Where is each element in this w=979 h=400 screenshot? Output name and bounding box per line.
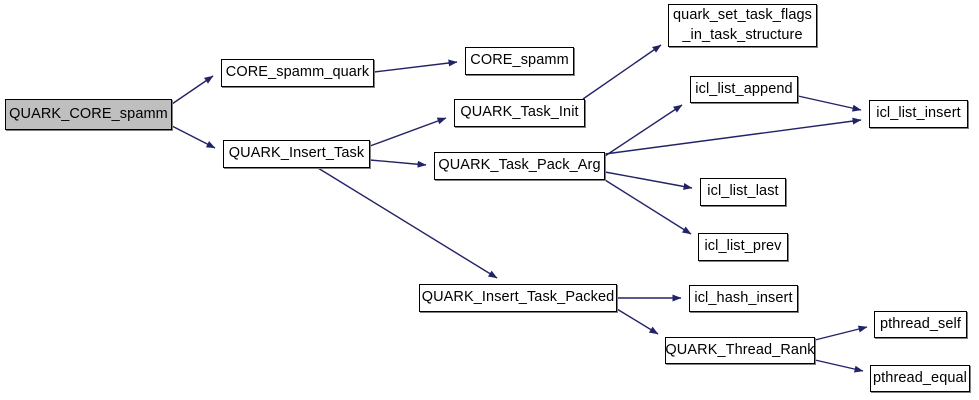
node-label: CORE_spamm_quark [225, 64, 370, 81]
edge-quark_core_spamm-to-core_spamm_quark [171, 75, 214, 105]
edge-quark_task_init-to-quark_set_task_flags [582, 44, 662, 100]
node-quark_insert_task_packed[interactable]: QUARK_Insert_Task_Packed [419, 284, 617, 312]
node-label: QUARK_Insert_Task_Packed [421, 289, 615, 306]
node-quark_thread_rank[interactable]: QUARK_Thread_Rank [665, 337, 815, 364]
edge-quark_insert_task_packed-to-quark_thread_rank [616, 308, 659, 335]
node-label: QUARK_Task_Pack_Arg [438, 157, 601, 174]
node-icl_hash_insert[interactable]: icl_hash_insert [689, 285, 798, 312]
edge-quark_task_pack_arg-to-icl_list_last [604, 171, 693, 190]
node-label: pthread_equal [872, 369, 968, 386]
node-label: icl_list_last [707, 183, 779, 200]
edge-quark_insert_task-to-quark_task_pack_arg [369, 159, 427, 168]
node-icl_list_prev[interactable]: icl_list_prev [698, 233, 788, 261]
node-label: icl_list_append [695, 80, 793, 97]
node-quark_set_task_flags[interactable]: quark_set_task_flags _in_task_structure [668, 4, 817, 47]
node-label: icl_hash_insert [694, 289, 793, 306]
edge-quark_core_spamm-to-quark_insert_task [171, 125, 216, 149]
node-quark_task_pack_arg[interactable]: QUARK_Task_Pack_Arg [434, 152, 605, 180]
edge-quark_thread_rank-to-pthread_self [814, 325, 868, 341]
edge-quark_task_pack_arg-to-icl_list_insert [604, 117, 862, 155]
node-icl_list_append[interactable]: icl_list_append [690, 76, 798, 103]
node-label: CORE_spamm [470, 52, 569, 69]
node-label: icl_list_insert [876, 105, 961, 122]
node-icl_list_insert[interactable]: icl_list_insert [869, 100, 968, 128]
node-quark_task_init[interactable]: QUARK_Task_Init [454, 99, 585, 127]
node-quark_core_spamm[interactable]: QUARK_CORE_spamm [5, 99, 172, 130]
node-label: icl_list_prev [704, 238, 782, 255]
node-label: QUARK_Thread_Rank [665, 341, 815, 358]
node-core_spamm[interactable]: CORE_spamm [465, 47, 574, 75]
edge-quark_insert_task-to-quark_insert_task_packed [317, 167, 498, 279]
node-pthread_self[interactable]: pthread_self [874, 311, 967, 338]
edge-icl_list_append-to-icl_list_insert [797, 95, 862, 112]
edge-quark_task_pack_arg-to-icl_list_append [604, 104, 683, 157]
node-icl_list_last[interactable]: icl_list_last [700, 178, 786, 206]
node-label: quark_set_task_flags _in_task_structure [672, 7, 813, 43]
node-label: QUARK_Insert_Task [228, 145, 365, 162]
node-pthread_equal[interactable]: pthread_equal [870, 365, 970, 392]
edge-quark_task_pack_arg-to-icl_list_prev [604, 179, 692, 235]
node-label: QUARK_Task_Init [460, 104, 579, 121]
node-label: pthread_self [879, 315, 961, 332]
node-label: QUARK_CORE_spamm [9, 105, 168, 122]
edge-quark_thread_rank-to-pthread_equal [814, 359, 864, 373]
edge-quark_insert_task-to-quark_task_init [369, 117, 447, 147]
node-quark_insert_task[interactable]: QUARK_Insert_Task [223, 140, 370, 168]
node-core_spamm_quark[interactable]: CORE_spamm_quark [221, 59, 374, 87]
edge-core_spamm_quark-to-core_spamm [373, 59, 458, 73]
